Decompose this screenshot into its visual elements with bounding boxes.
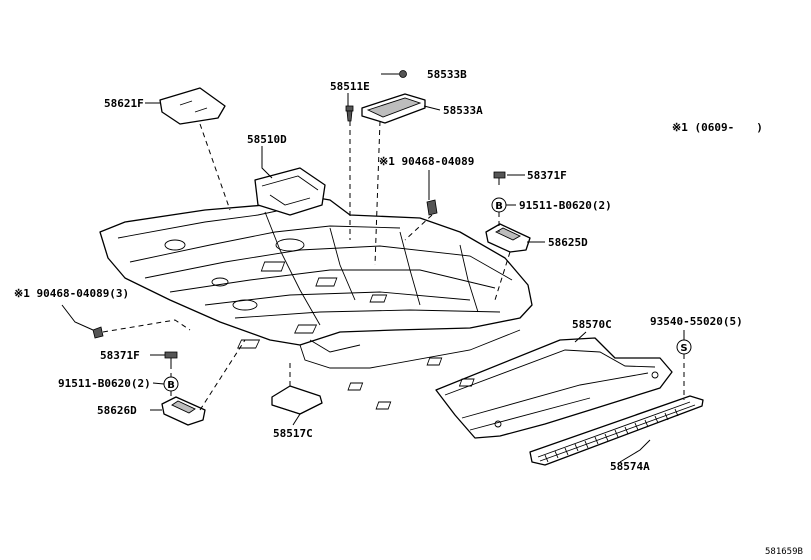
clip-90468-left: [92, 326, 104, 339]
leader-lines: [61, 73, 685, 463]
label-91511-lower: 91511-B0620(2): [58, 377, 151, 390]
label-58574A: 58574A: [610, 460, 650, 473]
label-90468-upper: ※1 90468-04089: [379, 155, 474, 168]
screw-symbol: S: [676, 339, 692, 355]
part-58533A: [361, 93, 426, 124]
label-90468-left: ※1 90468-04089(3): [14, 287, 129, 300]
diagram-id: 581659B: [765, 547, 803, 557]
label-58533A: 58533A: [443, 104, 483, 117]
floor-pan: [99, 167, 533, 369]
label-58510D: 58510D: [247, 133, 287, 146]
part-58625D: [485, 223, 531, 253]
label-58511E: 58511E: [330, 80, 370, 93]
label-58533B: 58533B: [427, 68, 467, 81]
label-58371F-lower: 58371F: [100, 349, 140, 362]
assembly-lines: [102, 120, 685, 411]
clip-58533B: [399, 70, 407, 78]
part-58570C: [347, 337, 673, 439]
label-58517C: 58517C: [273, 427, 313, 440]
part-58517C: [271, 385, 323, 415]
label-58625D: 58625D: [548, 236, 588, 249]
clip-58371F-lower: [164, 351, 178, 364]
screw-58511E: [345, 105, 354, 122]
bolt-symbol-upper: B: [491, 197, 507, 213]
clip-90468-upper: [426, 199, 438, 216]
part-58574A: [529, 395, 704, 466]
svg-text:S: S: [680, 343, 687, 354]
note-label: ※1 (0609- ): [672, 121, 763, 134]
part-58621F: [159, 87, 226, 125]
label-91511-upper: 91511-B0620(2): [519, 199, 612, 212]
label-58621F: 58621F: [104, 97, 144, 110]
label-58626D: 58626D: [97, 404, 137, 417]
callout-labels: 58621F 58511E 58533B 58533A 58510D ※1 90…: [14, 68, 803, 557]
label-58371F-upper: 58371F: [527, 169, 567, 182]
part-58626D: [161, 396, 206, 426]
svg-text:B: B: [495, 201, 503, 212]
svg-text:B: B: [167, 380, 175, 391]
bolt-symbol-lower: B: [163, 376, 179, 392]
label-58570C: 58570C: [572, 318, 612, 331]
clip-58371F-upper: [493, 171, 506, 185]
label-93540: 93540-55020(5): [650, 315, 743, 328]
